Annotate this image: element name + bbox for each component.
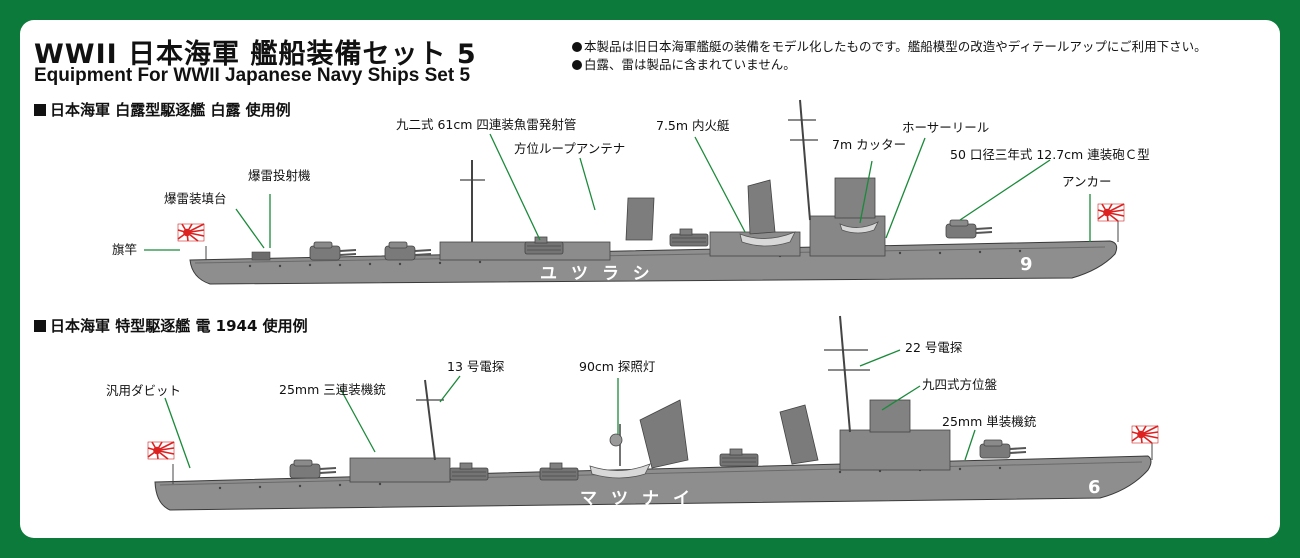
label-loop-antenna: 方位ループアンテナ	[514, 141, 625, 156]
label-depth-charge-rack: 爆雷装填台	[164, 191, 227, 206]
label-depth-charge-thrower: 爆雷投射機	[248, 168, 311, 183]
note-excluded: 白露、雷は製品に含まれていません。	[572, 54, 796, 73]
hull-name-ikazuchi: マツナイ	[580, 489, 704, 509]
label-radar-22: 22 号電探	[905, 340, 963, 355]
square-bullet-icon	[34, 104, 46, 116]
hull-number-shiratsuyu: 9	[1020, 254, 1033, 275]
label-searchlight: 90cm 探照灯	[579, 359, 655, 374]
note-excluded-text: 白露、雷は製品に含まれていません。	[584, 57, 796, 72]
section-title-ikazuchi: 日本海軍 特型駆逐艦 電 1944 使用例	[34, 315, 308, 336]
label-single-mg: 25mm 単装機銃	[942, 414, 1037, 429]
bullet-icon	[572, 42, 582, 52]
label-cutter: 7m カッター	[832, 137, 906, 152]
note-usage: 本製品は旧日本海軍艦艇の装備をモデル化したものです。艦船模型の改造やディテールア…	[572, 36, 1207, 55]
label-radar-13: 13 号電探	[447, 359, 505, 374]
label-anchor: アンカー	[1062, 174, 1112, 189]
label-hawser-reel: ホーサーリール	[902, 120, 989, 135]
label-davit: 汎用ダビット	[106, 383, 181, 398]
note-usage-text: 本製品は旧日本海軍艦艇の装備をモデル化したものです。艦船模型の改造やディテールア…	[584, 39, 1207, 54]
square-bullet-icon	[34, 320, 46, 332]
section-title-shiratsuyu: 日本海軍 白露型駆逐艦 白露 使用例	[34, 99, 291, 120]
white-panel: WWII 日本海軍 艦船装備セット 5 Equipment For WWII J…	[20, 20, 1280, 538]
page-subtitle: Equipment For WWII Japanese Navy Ships S…	[34, 65, 471, 86]
label-torpedo-tubes: 九二式 61cm 四連装魚雷発射管	[396, 117, 576, 132]
label-main-gun: 50 口径三年式 12.7cm 連装砲Ｃ型	[950, 147, 1150, 162]
label-triple-mg: 25mm 三連装機銃	[279, 382, 386, 397]
destroyer-shiratsuyu: ユツラシ 9 旗竿 爆雷装填台 爆雷投射機 九二式 61cm 四連装魚雷発射管 …	[112, 99, 1150, 285]
page-title: WWII 日本海軍 艦船装備セット 5	[34, 39, 477, 70]
ship-illustrations: ユツラシ 9 旗竿 爆雷装填台 爆雷投射機 九二式 61cm 四連装魚雷発射管 …	[106, 99, 1159, 511]
section-title-shiratsuyu-text: 日本海軍 白露型駆逐艦 白露 使用例	[50, 101, 291, 119]
destroyer-ikazuchi: マツナイ 6 汎用ダビット 25mm 三連装機銃 13 号電探 90cm 探照灯…	[106, 315, 1159, 511]
label-motor-boat: 7.5m 内火艇	[656, 118, 730, 133]
hull-name-shiratsuyu: ユツラシ	[540, 264, 664, 284]
label-flagpole: 旗竿	[112, 242, 137, 257]
section-title-ikazuchi-text: 日本海軍 特型駆逐艦 電 1944 使用例	[50, 317, 308, 335]
hull-number-ikazuchi: 6	[1088, 477, 1101, 498]
bullet-icon	[572, 60, 582, 70]
label-director: 九四式方位盤	[922, 377, 998, 392]
